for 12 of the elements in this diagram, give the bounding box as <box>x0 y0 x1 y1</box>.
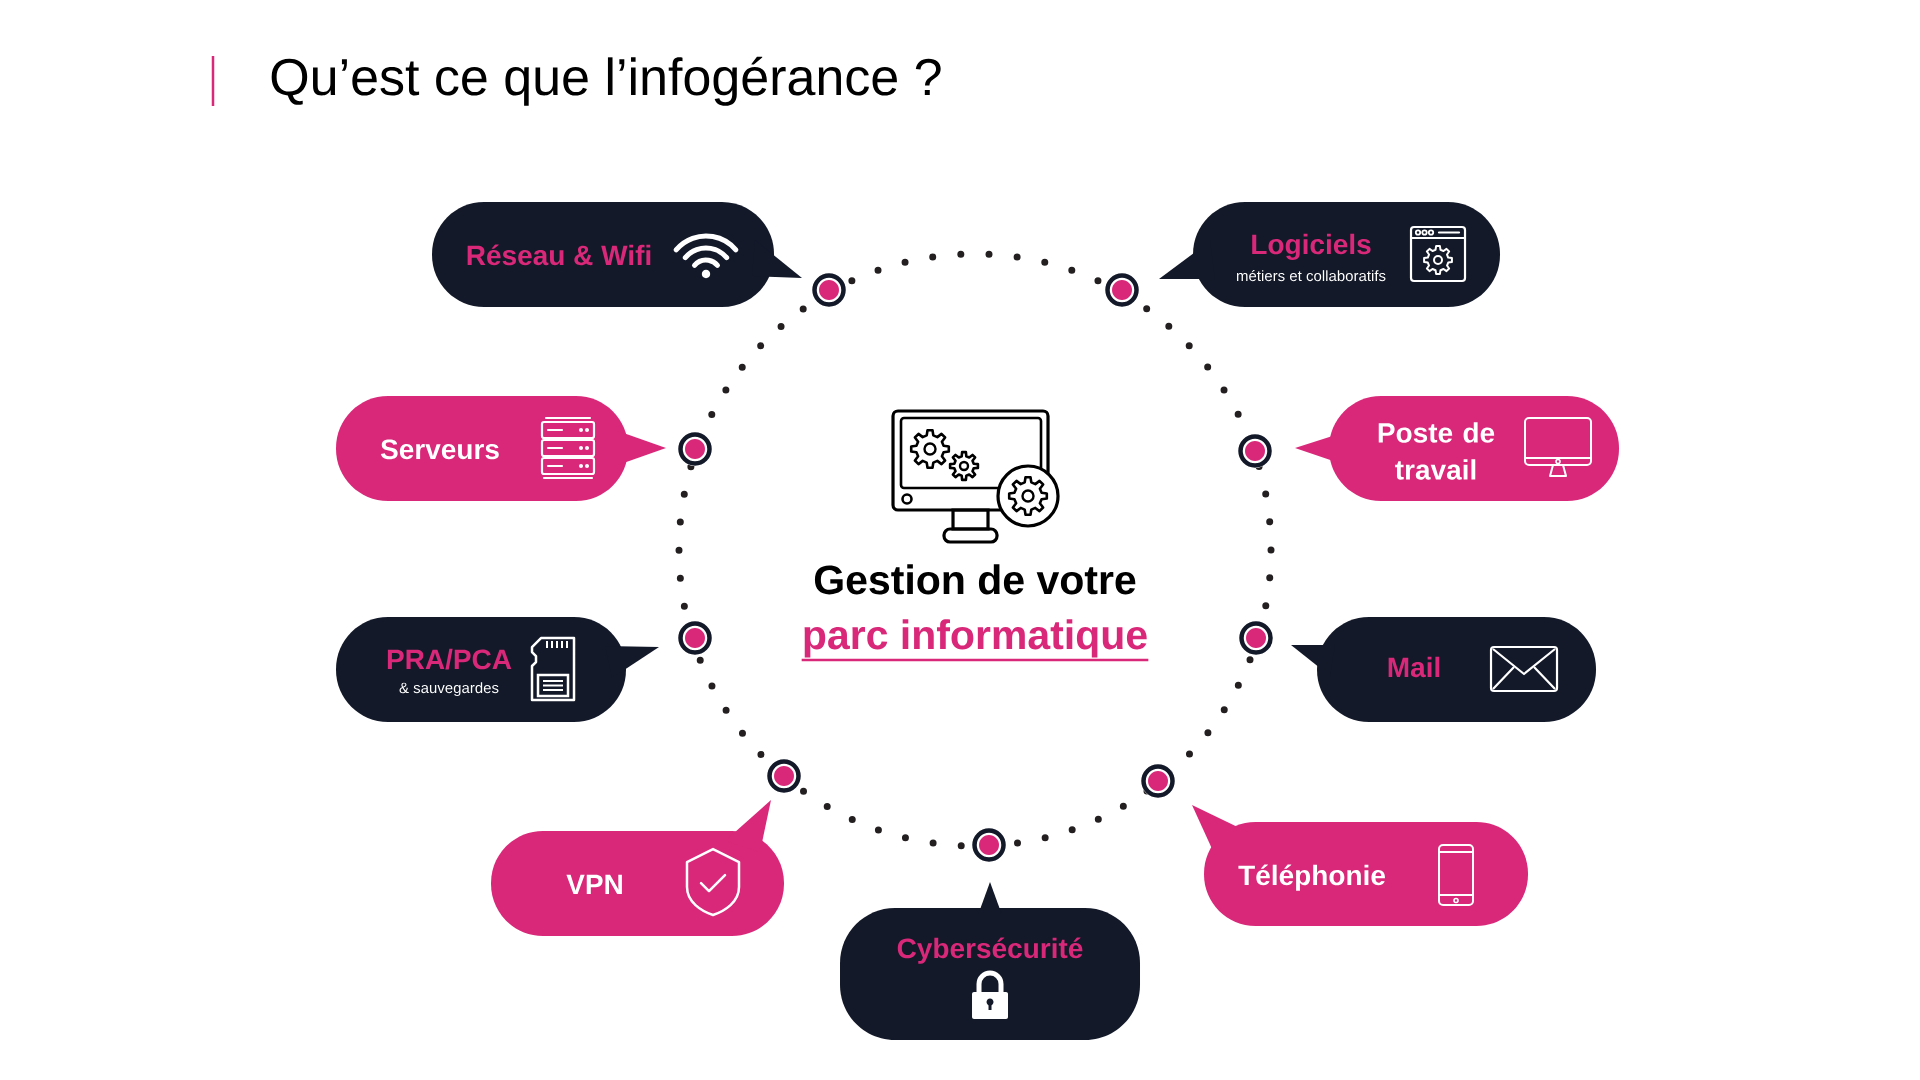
speech-bubble: Réseau & Wifi <box>432 202 802 307</box>
speech-bubble: PRA/PCA & sauvegardes <box>336 617 659 722</box>
underlined-heading: parc informatique <box>801 619 1149 662</box>
speech-bubble: Cybersécurité <box>840 882 1140 1040</box>
speech-bubble: Téléphonie <box>1192 805 1528 926</box>
speech-bubble: Mail <box>1291 617 1596 722</box>
title: Qu’est ce que l’infogérance ? <box>271 56 941 106</box>
speech-bubble: VPN <box>491 800 784 936</box>
speech-bubble: Poste de travail <box>1295 396 1619 501</box>
speech-bubble: Serveurs <box>336 396 666 501</box>
speech-bubble: Logiciels métiers et collaboratifs <box>1159 202 1500 307</box>
heading: Gestion de votre <box>814 564 1136 595</box>
